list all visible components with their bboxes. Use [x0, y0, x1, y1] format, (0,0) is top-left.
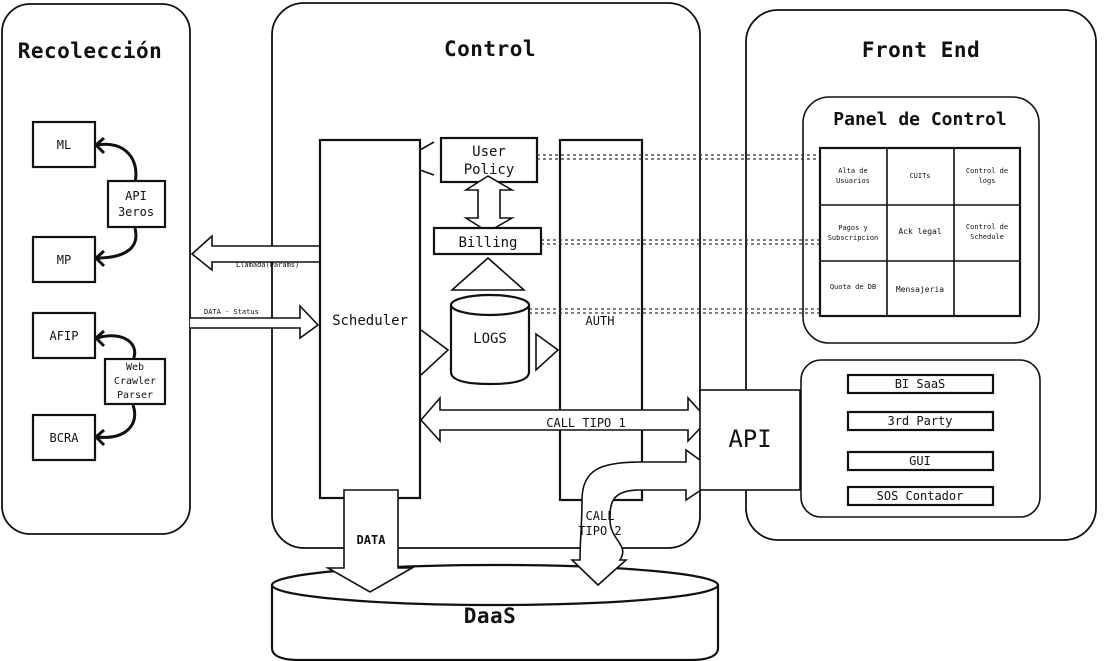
call-tipo-1-arrow [419, 395, 710, 444]
third-party-label: 3rd Party [887, 414, 952, 428]
scheduler-label: Scheduler [332, 313, 408, 329]
user-policy-label-2: Policy [464, 162, 515, 178]
cell-control-logs-2: logs [979, 177, 996, 185]
web-crawler-arrowhead-top [93, 329, 106, 348]
cell-alta-usuarios-1: Alta de [838, 167, 868, 175]
cell-control-schedule-1: Control de [966, 223, 1008, 231]
cell-pagos-1: Pagos y [838, 224, 868, 232]
web-crawler-label-2: Crawler [114, 376, 156, 387]
auth-box [558, 138, 644, 502]
third-party-box [846, 410, 995, 432]
recoleccion-panel [1, 3, 191, 535]
control-panel [271, 2, 701, 549]
data-status-arrow [190, 303, 320, 340]
frontend-title: Front End [862, 38, 980, 62]
gui-label: GUI [909, 454, 931, 468]
cell-control-logs-1: Control de [966, 167, 1008, 175]
cell-alta-usuarios-2: Usuarios [836, 177, 870, 185]
bi-saas-box [846, 373, 995, 395]
cell-quota-db: Quota de DB [830, 283, 876, 291]
call-tipo-1-label: CALL TIPO 1 [546, 416, 625, 430]
cell-control-schedule-2: Schedule [970, 233, 1004, 241]
afip-box [31, 311, 97, 360]
sos-contador-label: SOS Contador [877, 489, 964, 503]
web-crawler-label-1: Web [126, 362, 144, 373]
mp-label: MP [57, 253, 71, 267]
ml-label: ML [57, 138, 71, 152]
recoleccion-title: Recolección [18, 39, 163, 63]
control-title: Control [444, 37, 536, 61]
panel-de-control-title: Panel de Control [833, 109, 1006, 130]
cell-ack-legal: Ack legal [898, 227, 942, 236]
data-arrow-label: DATA [357, 533, 387, 547]
scheduler-to-logs-arrow [420, 329, 450, 376]
billing-box [432, 226, 543, 256]
panel-de-control-frame [802, 96, 1040, 344]
afip-label: AFIP [50, 329, 79, 343]
api-label: API [728, 425, 771, 453]
logs-label: LOGS [473, 331, 507, 347]
api-terceros-arrowhead-bottom [93, 249, 106, 268]
sos-contador-box [846, 485, 995, 507]
web-crawler-curve [96, 334, 137, 439]
auth-label: AUTH [586, 314, 615, 328]
logs-to-auth-arrow [535, 332, 560, 372]
ml-box [31, 120, 97, 169]
api-terceros-curve [96, 142, 138, 260]
call-tipo-2-label-2: TIPO 2 [578, 524, 621, 538]
clients-frame [800, 359, 1041, 518]
bcra-label: BCRA [50, 431, 80, 445]
bi-saas-label: BI SaaS [895, 377, 946, 391]
call-tipo-2-label-1: CALL [586, 509, 615, 523]
frontend-panel [745, 9, 1097, 541]
logs-cylinder-top [449, 293, 531, 317]
daas-label: DaaS [464, 604, 517, 628]
web-crawler-arrowhead-bottom [93, 428, 106, 447]
call-tipo-2-arrow [570, 448, 724, 587]
api-terceros-label-1: API [125, 189, 147, 203]
data-status-label: DATA - Status [204, 308, 259, 316]
user-policy-label-1: User [472, 144, 506, 160]
bcra-box [31, 413, 97, 462]
cell-mensajeria: Mensajeria [896, 285, 944, 294]
policy-billing-arrow [463, 175, 515, 233]
mp-box [31, 235, 97, 284]
api-terceros-box [106, 179, 167, 229]
logs-to-billing-arrow [449, 256, 527, 291]
api-terceros-label-2: 3eros [118, 205, 154, 219]
logs-cylinder [449, 305, 531, 386]
api-box [699, 389, 801, 491]
data-arrow [324, 489, 416, 593]
cell-cuits: CUITs [909, 172, 930, 180]
web-crawler-box [103, 357, 167, 406]
cell-pagos-2: Subscripcion [828, 234, 879, 242]
billing-label: Billing [458, 235, 517, 251]
daas-cylinder [270, 585, 720, 661]
panel-grid [818, 146, 1022, 318]
gui-box [846, 450, 995, 472]
policy-left-bracket [419, 141, 435, 176]
web-crawler-label-3: Parser [117, 390, 153, 401]
api-terceros-arrowhead-top [93, 136, 106, 155]
llamada-label: Llamada(Params) [236, 261, 299, 269]
llamada-arrow [190, 234, 320, 272]
